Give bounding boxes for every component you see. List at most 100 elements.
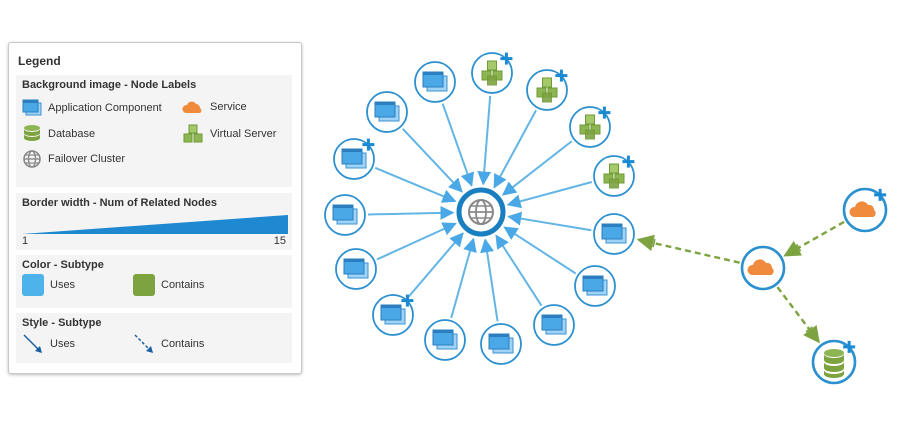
expand-plus-icon[interactable] (622, 155, 635, 168)
graph-node-n2[interactable] (471, 52, 513, 94)
border-min-label: 1 (22, 235, 29, 247)
contains-edge (636, 234, 740, 264)
uses-edge (376, 222, 457, 261)
cubes-icon (536, 77, 558, 103)
uses-edge (402, 128, 463, 193)
uses-edge (407, 232, 464, 299)
uses-edge (441, 103, 475, 187)
legend-section-title: Style - Subtype (22, 317, 102, 329)
graph-node-n9[interactable] (480, 323, 522, 365)
border-max-label: 15 (273, 235, 286, 247)
uses-edge (367, 205, 455, 220)
cubes-icon (183, 124, 203, 143)
expand-plus-icon[interactable] (843, 340, 856, 353)
expand-plus-icon[interactable] (362, 138, 375, 151)
application-component-icon (343, 258, 369, 279)
globe-icon (23, 150, 41, 168)
graph-node-svc_top[interactable] (842, 187, 888, 233)
uses-edge (477, 95, 492, 186)
contains-edge-tick (792, 245, 798, 254)
graph-node-svc_main[interactable] (740, 245, 786, 291)
legend-item-database: Database (22, 124, 95, 144)
graph-node-n8[interactable] (533, 304, 575, 346)
application-component-icon (582, 275, 608, 296)
graph-node-n3[interactable] (526, 69, 568, 111)
uses-edge (480, 238, 499, 322)
uses-edge (506, 181, 593, 209)
legend-item-uses-color: Uses (22, 274, 75, 296)
dashed-arrow-icon (134, 334, 153, 353)
legend-item-application-component: Application Component (22, 99, 162, 117)
cloud-service-icon (849, 201, 876, 217)
legend-panel: Legend Background image - Node Labels Ap… (8, 42, 302, 374)
application-component-icon (374, 101, 400, 122)
expand-plus-icon[interactable] (874, 188, 887, 201)
expand-plus-icon[interactable] (555, 69, 568, 82)
legend-item-contains-style: Contains (133, 333, 204, 355)
globe-icon (468, 199, 494, 225)
contains-edge-tick (652, 239, 656, 248)
contains-edge-tick (808, 329, 816, 336)
application-component-icon (422, 71, 448, 92)
uses-edge (450, 237, 477, 319)
node-circle (593, 155, 635, 197)
node-circle (471, 52, 513, 94)
solid-arrow-icon (23, 334, 42, 353)
graph-node-n11[interactable] (372, 294, 414, 336)
uses-edge (503, 226, 577, 275)
contains-edge (776, 286, 820, 344)
uses-edge (501, 140, 573, 196)
graph-node-n13[interactable] (324, 194, 366, 236)
legend-section-color: Color - Subtype Uses Contains (16, 255, 292, 308)
legend-item-failover-cluster: Failover Cluster (22, 149, 125, 169)
graph-node-n15[interactable] (414, 61, 456, 103)
contains-edge-tick (805, 326, 813, 333)
expand-plus-icon[interactable] (500, 52, 513, 65)
graph-node-n7[interactable] (574, 265, 616, 307)
application-component-icon (22, 99, 42, 116)
database-icon (24, 125, 40, 141)
cubes-icon (579, 114, 601, 140)
graph-node-n12[interactable] (335, 248, 377, 290)
legend-item-virtual-server: Virtual Server (182, 124, 276, 144)
uses-swatch (22, 274, 44, 296)
graph-node-n5[interactable] (593, 155, 635, 197)
border-width-ramp (22, 215, 288, 234)
contains-edge-tick (648, 238, 652, 247)
graph-node-n6[interactable] (593, 213, 635, 255)
graph-node-n10[interactable] (424, 319, 466, 361)
graph-node-n1[interactable] (366, 91, 408, 133)
graph-node-db[interactable] (811, 339, 857, 385)
uses-edge (495, 234, 543, 307)
database-icon (824, 349, 844, 378)
cubes-icon (481, 60, 503, 86)
legend-item-uses-style: Uses (22, 333, 75, 355)
uses-edge (493, 109, 537, 189)
application-component-icon (341, 148, 367, 169)
application-component-icon (488, 333, 514, 354)
legend-section-title: Color - Subtype (22, 259, 104, 271)
legend-section-border: Border width - Num of Related Nodes 1 15 (16, 193, 292, 250)
legend-item-service: Service (182, 99, 247, 115)
application-component-icon (601, 223, 627, 244)
node-circle (526, 69, 568, 111)
legend-section-title: Border width - Num of Related Nodes (22, 197, 217, 209)
contains-swatch (133, 274, 155, 296)
application-component-icon (380, 304, 406, 325)
application-component-icon (432, 329, 458, 350)
application-component-icon (332, 204, 358, 225)
uses-edge (507, 211, 592, 232)
legend-title: Legend (18, 54, 61, 68)
application-component-icon (541, 314, 567, 335)
graph-node-cluster[interactable] (456, 187, 506, 237)
graph-node-n4[interactable] (569, 106, 611, 148)
expand-plus-icon[interactable] (598, 106, 611, 119)
cloud-service-icon (747, 259, 774, 275)
legend-section-style: Style - Subtype Uses Contains (16, 313, 292, 363)
cubes-icon (603, 163, 625, 189)
graph-node-n14[interactable] (333, 138, 375, 180)
expand-plus-icon[interactable] (401, 294, 414, 307)
contains-edge (783, 220, 845, 257)
legend-section-background: Background image - Node Labels Applicati… (16, 75, 292, 187)
